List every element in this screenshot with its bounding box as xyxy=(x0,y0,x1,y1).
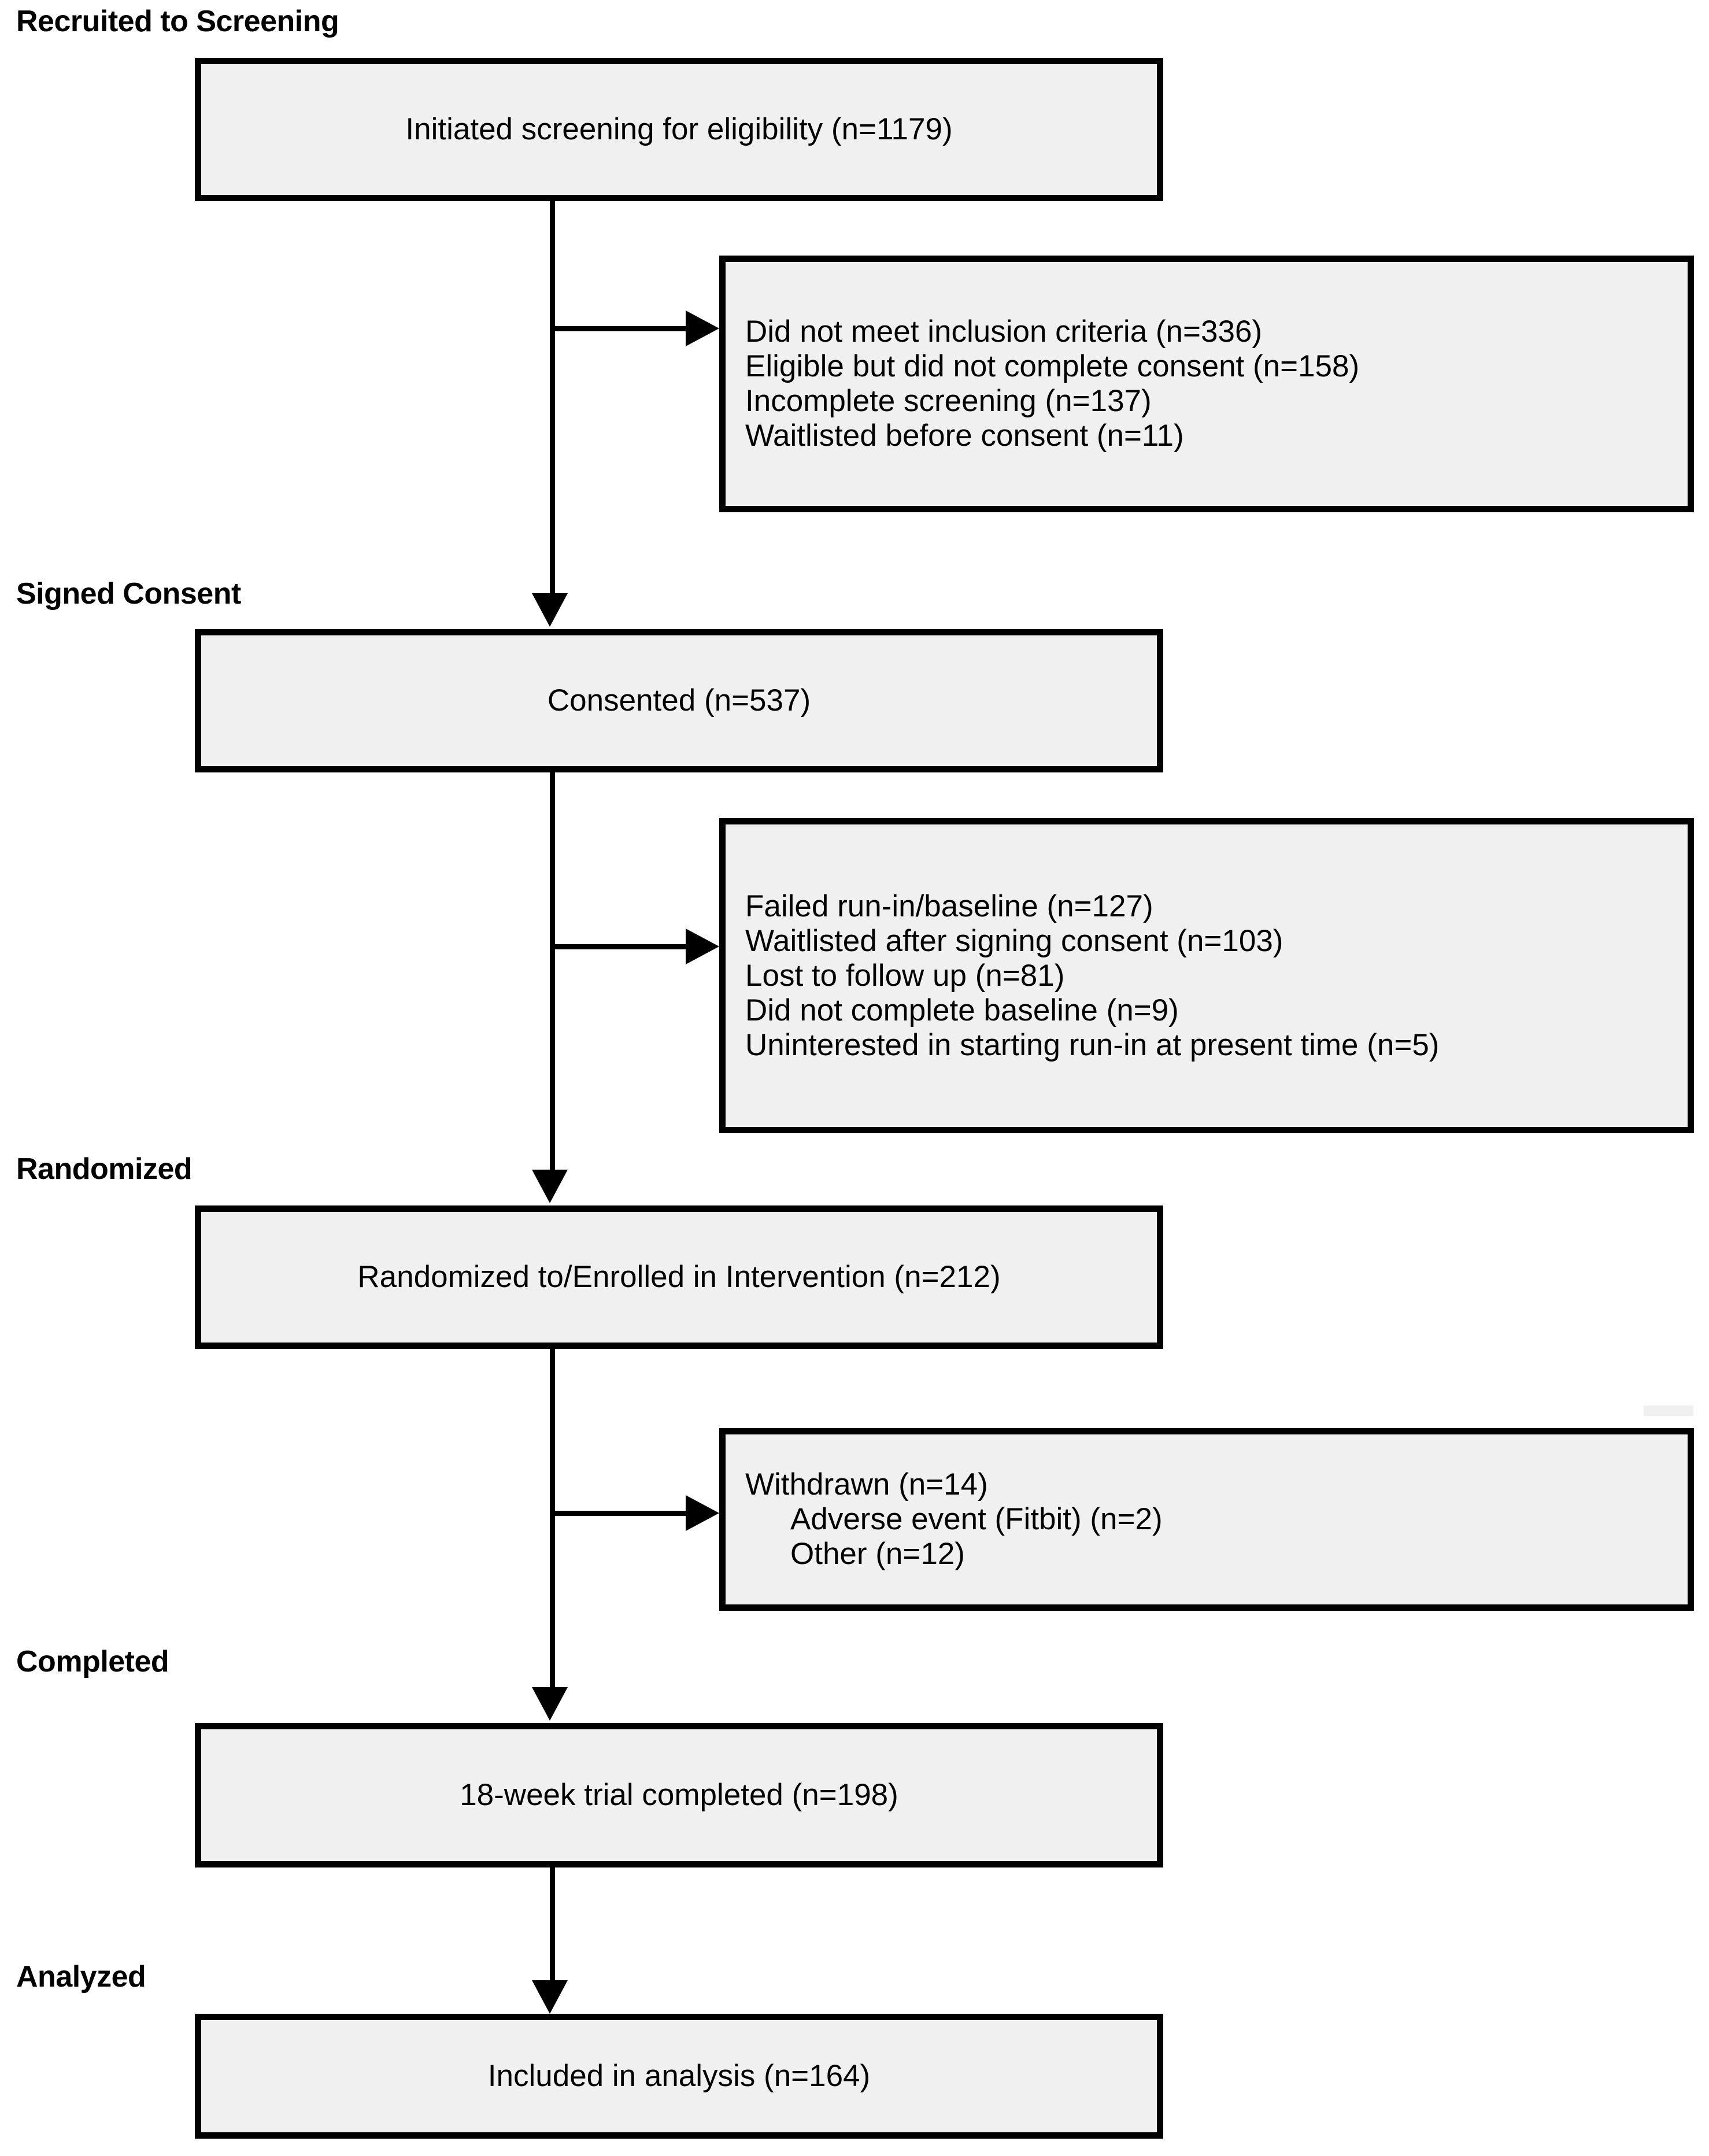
exclusion-line: Did not complete baseline (n=9) xyxy=(745,993,1179,1027)
flow-box-initiated-screening-text: Initiated screening for eligibility (n=1… xyxy=(405,112,953,146)
flow-box-randomized-enrolled: Randomized to/Enrolled in Intervention (… xyxy=(195,1205,1163,1349)
connector-screening-to-consent-stem xyxy=(550,201,555,593)
stage-label-signed-consent: Signed Consent xyxy=(16,577,241,611)
arrowhead-branch-to-exclusion-3 xyxy=(686,1495,719,1531)
exclusion-line: Eligible but did not complete consent (n… xyxy=(745,349,1360,383)
flow-box-included-in-analysis-text: Included in analysis (n=164) xyxy=(487,2059,871,2093)
exclusion-line: Withdrawn (n=14) xyxy=(745,1467,988,1502)
exclusion-line: Waitlisted after signing consent (n=103) xyxy=(745,923,1283,958)
connector-completed-to-analyzed-stem xyxy=(550,1867,555,1980)
exclusion-box-pre-randomization: Failed run-in/baseline (n=127) Waitliste… xyxy=(719,818,1694,1133)
exclusion-box-pre-consent: Did not meet inclusion criteria (n=336) … xyxy=(719,256,1694,512)
stage-label-recruited-to-screening: Recruited to Screening xyxy=(16,5,339,38)
flow-box-trial-completed: 18-week trial completed (n=198) xyxy=(195,1723,1163,1867)
arrowhead-completed-to-analyzed xyxy=(532,1980,568,2014)
flow-box-initiated-screening: Initiated screening for eligibility (n=1… xyxy=(195,58,1163,201)
flow-box-randomized-enrolled-text: Randomized to/Enrolled in Intervention (… xyxy=(357,1260,1001,1294)
flow-box-consented: Consented (n=537) xyxy=(195,629,1163,772)
arrowhead-randomized-to-completed xyxy=(532,1687,568,1721)
stage-label-completed: Completed xyxy=(16,1645,169,1678)
connector-branch-to-exclusion-1 xyxy=(550,326,689,331)
flow-box-consented-text: Consented (n=537) xyxy=(547,683,811,718)
exclusion-line: Other (n=12) xyxy=(790,1537,965,1571)
flow-box-trial-completed-text: 18-week trial completed (n=198) xyxy=(460,1778,898,1812)
connector-consent-to-randomized-stem xyxy=(550,772,555,1170)
exclusion-line: Waitlisted before consent (n=11) xyxy=(745,419,1184,453)
exclusion-line: Incomplete screening (n=137) xyxy=(745,384,1152,418)
arrowhead-branch-to-exclusion-1 xyxy=(686,310,719,346)
connector-randomized-to-completed-stem xyxy=(550,1349,555,1687)
exclusion-line: Failed run-in/baseline (n=127) xyxy=(745,889,1153,923)
arrowhead-consent-to-randomized xyxy=(532,1170,568,1203)
connector-branch-to-exclusion-2 xyxy=(550,944,689,949)
stage-label-randomized: Randomized xyxy=(16,1152,193,1186)
stage-label-analyzed: Analyzed xyxy=(16,1960,146,1994)
flow-box-included-in-analysis: Included in analysis (n=164) xyxy=(195,2014,1163,2139)
exclusion-box-withdrawn: Withdrawn (n=14) Adverse event (Fitbit) … xyxy=(719,1428,1694,1611)
exclusion-line: Uninterested in starting run-in at prese… xyxy=(745,1027,1440,1062)
exclusion-line: Did not meet inclusion criteria (n=336) xyxy=(745,315,1263,349)
connector-branch-to-exclusion-3 xyxy=(550,1511,689,1516)
scan-artifact xyxy=(1644,1406,1693,1416)
arrowhead-branch-to-exclusion-2 xyxy=(686,929,719,964)
exclusion-line: Adverse event (Fitbit) (n=2) xyxy=(790,1502,1163,1536)
exclusion-line: Lost to follow up (n=81) xyxy=(745,958,1065,993)
arrowhead-screening-to-consent xyxy=(532,593,568,627)
